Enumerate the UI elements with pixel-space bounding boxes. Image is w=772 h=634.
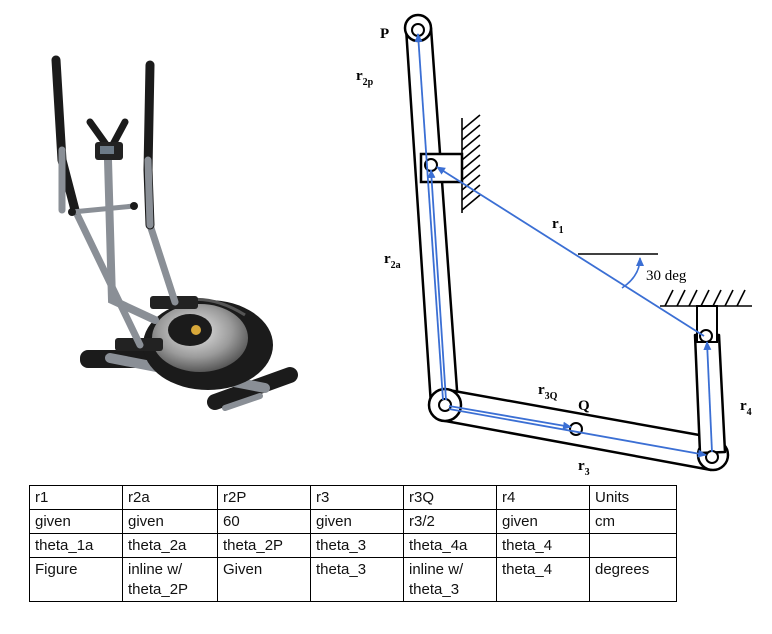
table-cell: inline w/ theta_2P (122, 557, 218, 602)
ground-hatch-icon (660, 289, 752, 307)
label-q: Q (578, 398, 590, 414)
table-cell: theta_2P (217, 533, 311, 558)
label-r3: r3 (578, 458, 590, 478)
table-cell: theta_1a (29, 533, 123, 558)
table-cell: given (29, 509, 123, 534)
table-cell: r4 (496, 485, 590, 510)
table-cell: theta_4a (403, 533, 497, 558)
table-cell: given (122, 509, 218, 534)
angle-arc (621, 257, 644, 289)
table-row: Figure inline w/ theta_2P Given theta_3 … (29, 557, 677, 602)
elliptical-trainer-photo (51, 55, 298, 411)
table-cell: theta_4 (496, 533, 590, 558)
table-cell: r3 (310, 485, 404, 510)
table-cell: theta_2a (122, 533, 218, 558)
parameter-table: r1 r2a r2P r3 r3Q r4 Units given given 6… (29, 485, 677, 602)
label-p: P (380, 26, 389, 42)
link-2 (403, 13, 460, 407)
table-cell (589, 533, 677, 558)
label-r1: r1 (552, 216, 564, 236)
label-r2p: r2p (356, 68, 374, 88)
table-cell: r2a (122, 485, 218, 510)
table-cell: given (496, 509, 590, 534)
vector-r3q (448, 405, 572, 430)
table-cell: degrees (589, 557, 677, 602)
table-cell: given (310, 509, 404, 534)
mechanism-diagram: P r2p r1 r2a 30 deg r3Q Q r4 r3 (356, 13, 752, 478)
table-cell: Units (589, 485, 677, 510)
vector-r3 (448, 408, 707, 458)
vector-r2p (414, 33, 444, 401)
vector-r4 (703, 341, 713, 453)
label-angle: 30 deg (646, 268, 687, 284)
table-cell: cm (589, 509, 677, 534)
table-cell: theta_3 (310, 557, 404, 602)
table-cell: Given (217, 557, 311, 602)
table-cell: theta_4 (496, 557, 590, 602)
ground-hatch-icon (461, 114, 481, 213)
table-cell: Figure (29, 557, 123, 602)
pin-joint-icon (438, 398, 452, 412)
table-row: theta_1a theta_2a theta_2P theta_3 theta… (29, 533, 677, 558)
table-cell: r3Q (403, 485, 497, 510)
table-cell: r1 (29, 485, 123, 510)
vector-r1 (436, 166, 705, 337)
figure-area: P r2p r1 r2a 30 deg r3Q Q r4 r3 (51, 13, 752, 478)
label-r4: r4 (740, 398, 752, 418)
table-row: given given 60 given r3/2 given cm (29, 509, 677, 534)
vector-r2a (427, 169, 447, 401)
table-cell: r2P (217, 485, 311, 510)
table-cell: r3/2 (403, 509, 497, 534)
table-cell: 60 (217, 509, 311, 534)
label-r2a: r2a (384, 251, 401, 271)
pin-joint-icon (699, 329, 713, 343)
label-r3q: r3Q (538, 382, 558, 402)
table-cell: theta_3 (310, 533, 404, 558)
table-cell: inline w/ theta_3 (403, 557, 497, 602)
pin-joint-icon (705, 450, 719, 464)
table-row: r1 r2a r2P r3 r3Q r4 Units (29, 485, 677, 510)
